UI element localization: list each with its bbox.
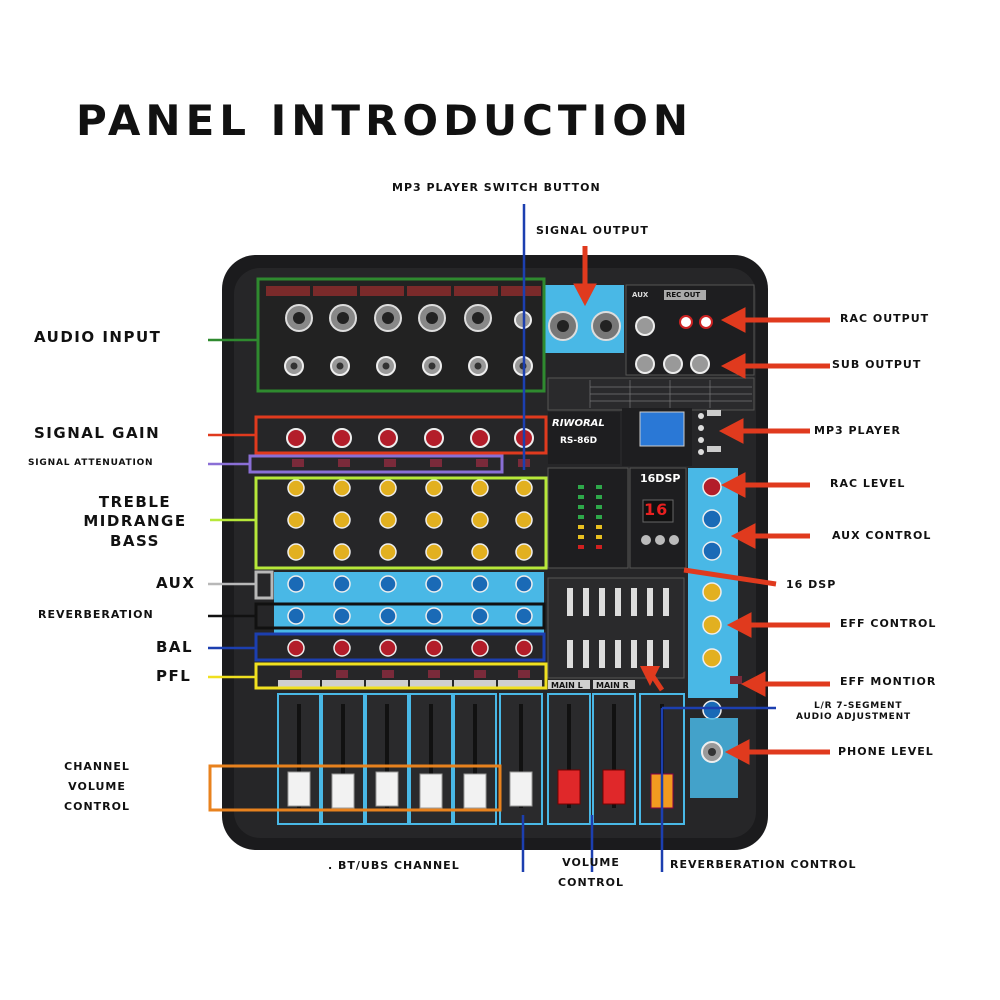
main-r-label: MAIN R xyxy=(596,681,629,690)
dsp16-label: 16 DSP xyxy=(786,578,837,591)
channel-headers xyxy=(266,286,541,296)
rac-output-label: RAC OUTPUT xyxy=(840,312,930,325)
bal-knobs xyxy=(287,639,533,657)
aux-label: AUX xyxy=(156,574,196,592)
reverb-knobs xyxy=(287,607,533,625)
audio-input-box xyxy=(256,277,546,393)
brand-name: RIWORAL xyxy=(552,418,605,429)
main-l-label: MAIN L xyxy=(551,681,583,690)
fader-caps-red xyxy=(557,769,626,805)
control-label: CONTROL xyxy=(64,800,130,813)
signal-attenuation-label: SIGNAL ATTENUATION xyxy=(28,458,154,468)
sub-output-label: SUB OUTPUT xyxy=(832,358,922,371)
reverb-control-label: REVERBERATION CONTROL xyxy=(670,858,857,871)
rec-out-label: REC OUT xyxy=(666,291,701,299)
dsp-badge: 16DSP xyxy=(640,472,681,485)
model-name: RS-86D xyxy=(560,436,598,446)
volume-control-label-1: VOLUME xyxy=(562,856,620,869)
mp3-player-label: MP3 PLAYER xyxy=(814,424,901,437)
pfl-label: PFL xyxy=(156,667,192,685)
dsp-display-value: 16 xyxy=(644,500,669,519)
level-meter xyxy=(547,467,629,569)
volume-label: VOLUME xyxy=(68,780,126,793)
aux-knobs xyxy=(287,575,533,593)
phone-level-label: PHONE LEVEL xyxy=(838,745,934,758)
bal-label: BAL xyxy=(156,638,194,656)
rac-level-label: RAC LEVEL xyxy=(830,477,906,490)
pfl-buttons xyxy=(290,670,530,678)
fader-caps-white xyxy=(287,771,533,809)
eq-knobs xyxy=(287,479,533,561)
reverberation-label: REVERBERATION xyxy=(38,608,154,621)
lr-7seg-label-1: L/R 7-SEGMENT xyxy=(814,701,903,711)
bt-ubs-label: . BT/UBS CHANNEL xyxy=(328,859,460,872)
xlr-pins xyxy=(293,312,484,324)
audio-input-label: AUDIO INPUT xyxy=(34,328,162,346)
lr-7seg-label-2: AUDIO ADJUSTMENT xyxy=(796,712,911,722)
signal-output-label: SIGNAL OUTPUT xyxy=(536,224,649,237)
fader-label-strip xyxy=(278,680,635,689)
dsp-7seg-display xyxy=(642,499,674,523)
page-title: PANEL INTRODUCTION xyxy=(76,96,694,145)
gain-knobs xyxy=(286,428,534,448)
channel-volume-box xyxy=(208,764,502,812)
eq-box xyxy=(254,476,548,570)
brand-area xyxy=(548,412,620,464)
graphic-eq-sliders xyxy=(567,588,669,668)
input-section xyxy=(258,280,542,390)
bass-label: BASS xyxy=(110,532,160,550)
eff-control-label: EFF CONTROL xyxy=(840,617,937,630)
mp3-switch-label: MP3 PLAYER SWITCH BUTTON xyxy=(392,181,601,194)
treble-label: TREBLE xyxy=(98,493,172,511)
aux-panel-label: AUX xyxy=(632,291,649,299)
eff-montior-label: EFF MONTIOR xyxy=(840,675,937,688)
aux-control-label: AUX CONTROL xyxy=(832,529,932,542)
volume-control-label-2: CONTROL xyxy=(558,876,624,889)
mp3-screen xyxy=(639,411,685,447)
channel-label: CHANNEL xyxy=(64,760,130,773)
midrange-label: MIDRANGE xyxy=(83,512,187,530)
signal-gain-label: SIGNAL GAIN xyxy=(34,424,161,442)
